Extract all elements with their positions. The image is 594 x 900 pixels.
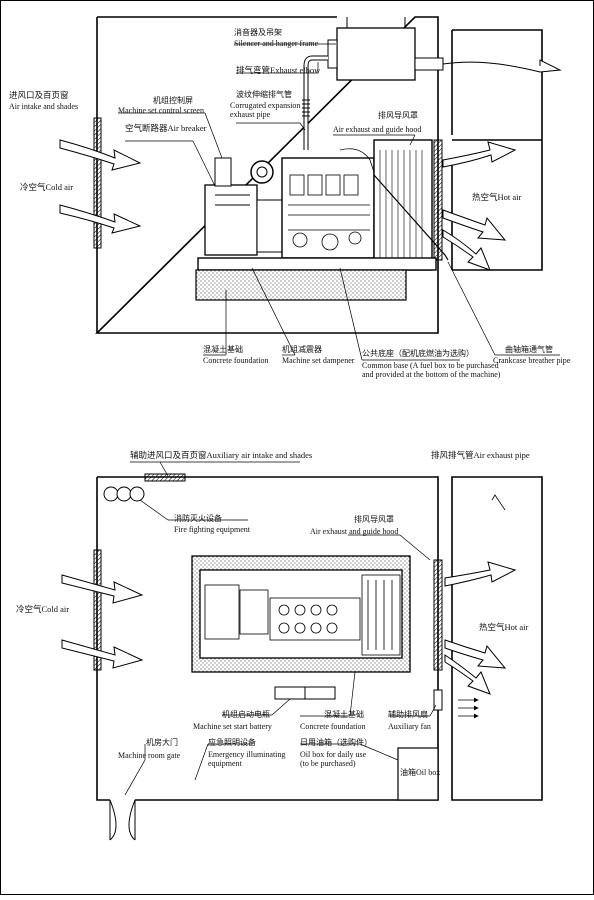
label-exhaust-hood-cn-bottom: 排风导风罩 (354, 515, 394, 524)
label-fire-en: Fire fighting equipment (174, 525, 250, 534)
label-exhaust-hood-cn: 排风导风罩 (378, 111, 418, 120)
radiator (373, 139, 433, 271)
label-air-intake-cn: 进风口及百页窗 (9, 90, 69, 100)
label-exhaust-pipe: 排风排气管Air exhaust pipe (431, 450, 530, 460)
label-common-base-cn: 公共底座（配机底燃油为选购） (362, 349, 474, 358)
label-air-intake-en: Air intake and shades (9, 102, 79, 111)
top-diagram (59, 16, 562, 361)
label-battery-en: Machine set start battery (193, 722, 272, 731)
aux-intake-louver (144, 473, 186, 482)
top-cold-air-arrows (59, 139, 142, 234)
label-dampener-cn: 机组减震器 (282, 345, 322, 354)
label-crankcase-en: Crankcase breather pipe (493, 356, 571, 365)
top-intake-louver (93, 117, 102, 249)
label-emergency-en: Emergency illuminating equipment (208, 750, 286, 768)
label-corrugated-en: Corrugated expansion exhaust pipe (230, 101, 301, 119)
top-room-wall (95, 16, 439, 334)
label-fire-cn: 消防灭火设备 (174, 514, 222, 523)
machine-room-gate (109, 799, 136, 841)
label-aux-fan-cn: 辅助排风扇 (388, 710, 428, 719)
control-box (214, 157, 232, 187)
label-hot-air-bottom: 热空气Hot air (479, 622, 529, 632)
label-exhaust-elbow: 排气弯管Exhaust elbow (236, 65, 321, 75)
label-exhaust-hood-en-bottom: Air exhaust and guide hood (310, 527, 399, 536)
top-exhaust-duct (452, 29, 543, 271)
label-dampener-en: Machine set dampener (282, 356, 355, 365)
aux-fan-arrows (458, 697, 479, 719)
oil-box (397, 747, 439, 801)
bottom-exhaust-duct (451, 476, 543, 801)
top-exhaust-louver (433, 139, 443, 261)
label-concrete-cn-top: 混凝土基础 (203, 345, 243, 354)
label-concrete-en-bottom: Concrete foundation (300, 722, 366, 731)
bottom-diagram (61, 461, 543, 841)
label-battery-cn: 机组启动电瓶 (222, 710, 270, 719)
label-common-base-en: Common base (A fuel box to be purchased … (362, 361, 501, 379)
silencer (336, 27, 416, 81)
label-emergency-cn: 应急照明设备 (208, 738, 256, 747)
engine (281, 157, 375, 259)
label-concrete-cn-bottom: 混凝土基础 (324, 710, 364, 719)
top-concrete (195, 269, 407, 301)
label-concrete-en-top: Concrete foundation (203, 356, 269, 365)
label-aux-intake: 辅助进风口及百页窗Auxiliary air intake and shades (130, 450, 313, 460)
label-cold-air-top: 冷空气Cold air (20, 182, 74, 192)
label-control-screen-en: Machine set control screen (118, 106, 204, 115)
fire-extinguishers (103, 486, 145, 502)
bottom-exhaust-louver (433, 559, 443, 671)
corrugated-pipe (302, 99, 310, 117)
label-cold-air-bottom: 冷空气Cold air (16, 604, 70, 614)
label-silencer-cn: 消音器及吊架 (234, 28, 282, 37)
label-air-breaker: 空气断路器Air breaker (125, 123, 207, 133)
label-oilbox-en: Oil box for daily use (to be purchased) (300, 750, 367, 768)
bottom-genset (199, 569, 403, 659)
bottom-intake-louver (93, 549, 102, 671)
bottom-hot-air-arrows (444, 561, 517, 695)
aux-fan (433, 689, 443, 711)
bottom-cold-air-arrows (61, 574, 144, 669)
common-base (197, 257, 437, 271)
label-corrugated-cn: 波纹伸缩排气管 (236, 90, 292, 99)
top-genset (195, 139, 449, 301)
label-gate-cn: 机房大门 (146, 738, 178, 747)
label-aux-fan-en: Auxiliary fan (388, 722, 431, 731)
label-control-screen-cn: 机组控制屏 (153, 96, 193, 105)
label-oilbox-cn: 日用油箱（选购件） (300, 738, 372, 747)
label-exhaust-hood-en: Air exhaust and guide hood (333, 125, 422, 134)
top-hot-air-arrows (442, 141, 517, 271)
label-silencer-en: Silencer and hanger frame (234, 39, 319, 48)
label-hot-air-top: 热空气Hot air (472, 192, 522, 202)
label-oilbox: 油箱Oil box (400, 768, 441, 777)
label-gate-en: Machine room gate (118, 751, 181, 760)
label-crankcase-cn: 曲轴箱通气管 (505, 345, 553, 354)
